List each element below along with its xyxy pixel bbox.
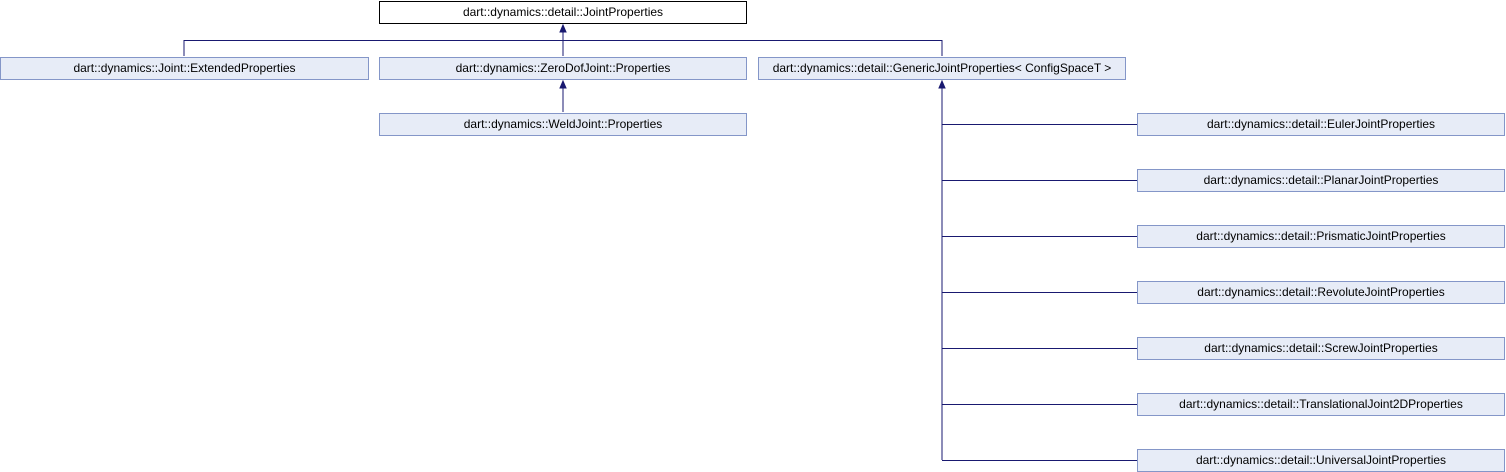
node-extended-properties[interactable]: dart::dynamics::Joint::ExtendedPropertie… (0, 57, 369, 80)
node-revolute-properties[interactable]: dart::dynamics::detail::RevoluteJointPro… (1137, 281, 1505, 304)
node-prismatic-properties[interactable]: dart::dynamics::detail::PrismaticJointPr… (1137, 225, 1505, 248)
node-universal-properties[interactable]: dart::dynamics::detail::UniversalJointPr… (1137, 449, 1505, 472)
node-euler-properties[interactable]: dart::dynamics::detail::EulerJointProper… (1137, 113, 1505, 136)
inheritance-arrowhead (559, 79, 567, 89)
node-joint-properties[interactable]: dart::dynamics::detail::JointProperties (379, 1, 747, 24)
node-zerodof-properties[interactable]: dart::dynamics::ZeroDofJoint::Properties (379, 57, 747, 80)
node-translational2d-properties[interactable]: dart::dynamics::detail::TranslationalJoi… (1137, 393, 1505, 416)
node-generic-joint-properties[interactable]: dart::dynamics::detail::GenericJointProp… (758, 57, 1126, 80)
inheritance-arrowhead (938, 79, 946, 89)
node-planar-properties[interactable]: dart::dynamics::detail::PlanarJointPrope… (1137, 169, 1505, 192)
node-weld-properties[interactable]: dart::dynamics::WeldJoint::Properties (379, 113, 747, 136)
inheritance-arrowhead (559, 23, 567, 33)
node-screw-properties[interactable]: dart::dynamics::detail::ScrewJointProper… (1137, 337, 1505, 360)
